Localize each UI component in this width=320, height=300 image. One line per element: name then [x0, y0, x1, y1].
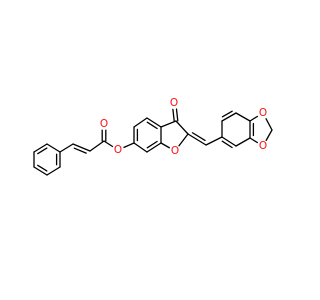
bond-double-inner [221, 110, 233, 118]
bond-double-inner [37, 164, 48, 172]
oxygen-atom-label: O [259, 140, 267, 152]
bond-single [205, 136, 223, 146]
bond-layer [33, 102, 273, 176]
bond-double [146, 142, 162, 153]
bond-single [133, 117, 148, 128]
bond-double-inner [37, 147, 48, 155]
atom-label-background [257, 140, 269, 152]
atom-label-background [257, 107, 269, 119]
bond-double-inner [146, 140, 158, 149]
bond-double-inner [146, 121, 158, 130]
bond-single [235, 137, 251, 147]
bond-double [187, 133, 207, 146]
oxygen-atom-label: O [114, 144, 122, 156]
bond-double [33, 143, 48, 153]
bond-single [175, 120, 189, 135]
bond-single [133, 142, 148, 153]
bond-double [146, 117, 162, 128]
atom-label-background [168, 97, 180, 109]
bond-double [221, 136, 237, 147]
bond-single [89, 140, 105, 152]
atom-label-background [98, 118, 110, 130]
atom-label-background [112, 144, 124, 156]
atom-label-background [169, 145, 181, 157]
oxygen-atom-label: O [171, 145, 179, 157]
bond-single [46, 143, 61, 153]
oxygen-atom-label: O [170, 97, 178, 109]
bond-double-inner [221, 140, 233, 149]
bond-single [235, 112, 251, 122]
molecule-structure: O O O O O O [33, 97, 273, 176]
bond-double [33, 166, 48, 176]
bond-single [160, 120, 177, 128]
atom-label-layer: O O O O O O [98, 97, 269, 157]
bond-double [72, 143, 91, 152]
oxygen-atom-label: O [259, 107, 267, 119]
oxygen-atom-label: O [100, 118, 108, 130]
bond-single [46, 166, 61, 176]
bond-single [59, 143, 74, 153]
bond-double [221, 112, 237, 122]
bond-double-inner [73, 147, 87, 154]
bond-double-inner [191, 132, 206, 142]
